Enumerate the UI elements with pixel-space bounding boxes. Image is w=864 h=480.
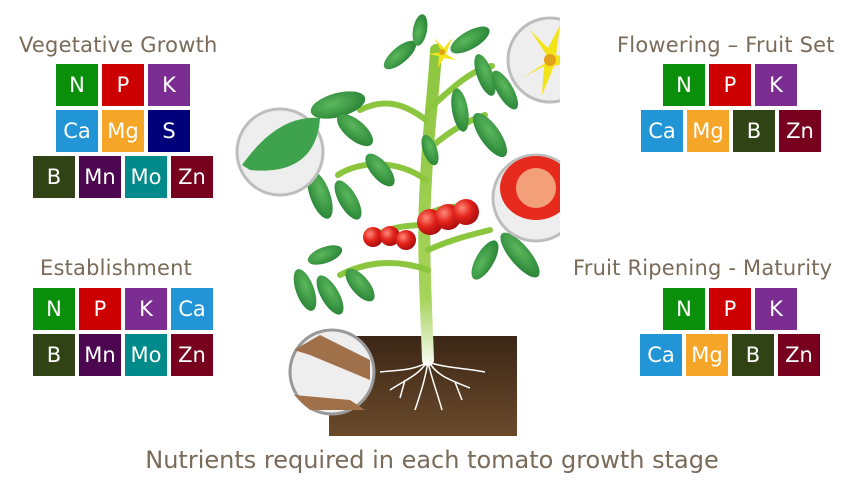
nutrient-tile-mn: Mn [79, 156, 121, 198]
nutrient-tile-zn: Zn [778, 334, 820, 376]
roots [379, 359, 486, 411]
nutrient-tile-p: P [102, 64, 144, 106]
nutrient-tile-mo: Mo [125, 334, 167, 376]
nutrient-tile-ca: Ca [640, 334, 682, 376]
nutrient-tile-b: B [33, 334, 75, 376]
leaf-detail-callout [235, 107, 325, 197]
nutrient-tile-p: P [79, 288, 121, 330]
nutrient-tile-b: B [33, 156, 75, 198]
nutrient-tile-ca: Ca [641, 110, 683, 152]
nutrient-tile-zn: Zn [779, 110, 821, 152]
nutrient-tile-mg: Mg [686, 334, 728, 376]
nutrient-tile-ca: Ca [171, 288, 213, 330]
flower-detail-callout [506, 16, 560, 104]
stage-title: Fruit Ripening - Maturity [573, 256, 833, 280]
nutrient-tile-b: B [732, 334, 774, 376]
nutrient-tile-mo: Mo [125, 156, 167, 198]
nutrient-tile-p: P [709, 64, 751, 106]
nutrient-tile-zn: Zn [171, 334, 213, 376]
stem [418, 44, 442, 366]
nutrient-tile-k: K [755, 288, 797, 330]
root-soil-detail-callout [288, 328, 376, 416]
nutrient-tile-zn: Zn [171, 156, 213, 198]
nutrient-tile-b: B [733, 110, 775, 152]
stage-title: Establishment [40, 256, 193, 280]
nutrient-tile-s: S [148, 110, 190, 152]
fruit-cross-section-callout [491, 153, 560, 243]
stage-title: Flowering – Fruit Set [617, 33, 835, 57]
diagram-caption: Nutrients required in each tomato growth… [145, 446, 719, 474]
flower [428, 38, 456, 68]
nutrient-tile-mg: Mg [687, 110, 729, 152]
nutrient-tile-n: N [33, 288, 75, 330]
nutrient-tile-p: P [709, 288, 751, 330]
nutrient-tile-k: K [755, 64, 797, 106]
stage-title: Vegetative Growth [19, 33, 218, 57]
nutrient-tile-n: N [663, 288, 705, 330]
nutrient-tile-mg: Mg [102, 110, 144, 152]
tomato-plant-illustration [235, 14, 560, 436]
nutrient-tile-n: N [56, 64, 98, 106]
nutrient-tile-k: K [125, 288, 167, 330]
nutrient-tile-ca: Ca [56, 110, 98, 152]
nutrient-tile-n: N [663, 64, 705, 106]
nutrient-tile-mn: Mn [79, 334, 121, 376]
nutrient-tile-k: K [148, 64, 190, 106]
